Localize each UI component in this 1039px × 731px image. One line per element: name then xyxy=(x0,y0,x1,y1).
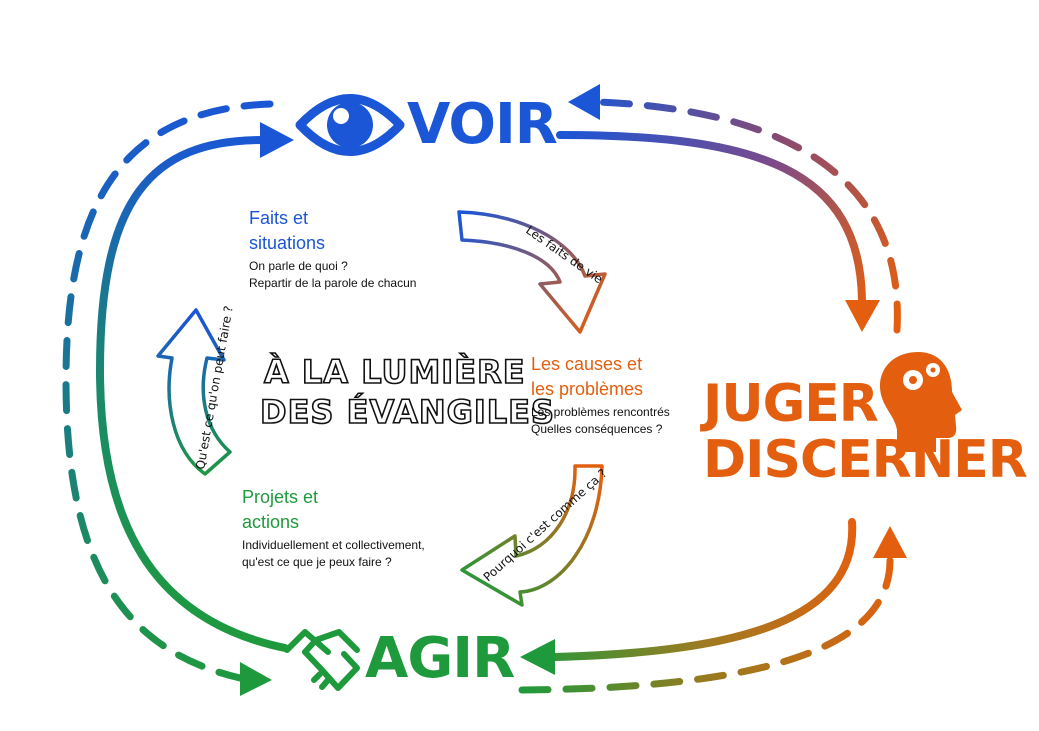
block-causes-title2: les problèmes xyxy=(531,379,644,399)
arrow-voir-to-juger xyxy=(556,131,866,304)
block-faits-text2: Repartir de la parole de chacun xyxy=(249,276,417,290)
center-title: À LA LUMIÈRE DES ÉVANGILES xyxy=(259,352,556,432)
inner-arrow-pourquoi xyxy=(460,464,604,607)
inner-arrow-quest xyxy=(156,308,232,476)
dashed-voir-to-agir xyxy=(62,100,274,682)
eye-icon xyxy=(295,94,405,156)
block-projets-text1: Individuellement et collectivement, xyxy=(242,538,425,552)
block-projets-title2: actions xyxy=(242,512,300,532)
stage-voir-label: VOIR xyxy=(407,92,558,157)
arrow-head-agir-right xyxy=(520,639,555,675)
dashed-agir-to-juger xyxy=(518,554,894,694)
arrow-head-juger-top xyxy=(845,300,880,332)
arrow-head-agir-left xyxy=(240,662,272,696)
block-projets-text2: qu'est ce que je peux faire ? xyxy=(242,555,392,569)
arrow-agir-to-voir xyxy=(95,136,289,652)
stage-agir-label: AGIR xyxy=(365,626,515,691)
head-gears-icon xyxy=(879,352,962,452)
arrow-head-juger-bottom xyxy=(873,526,907,558)
arrow-head-voir-left xyxy=(260,122,294,158)
arrow-juger-to-agir xyxy=(551,518,857,661)
block-faits-title1: Faits et xyxy=(249,208,309,228)
handshake-icon xyxy=(284,629,360,691)
block-faits-text1: On parle de quoi ? xyxy=(249,259,348,273)
center-title-line2: DES ÉVANGILES xyxy=(259,392,556,432)
block-projets-title1: Projets et xyxy=(242,487,319,507)
center-title-line1: À LA LUMIÈRE xyxy=(263,352,526,392)
block-faits: Faits et situations On parle de quoi ? R… xyxy=(249,206,416,292)
block-causes-title1: Les causes et xyxy=(531,354,643,374)
inner-arrow-faits xyxy=(457,210,607,334)
block-causes-text2: Quelles conséquences ? xyxy=(531,422,663,436)
block-causes: Les causes et les problèmes Les problème… xyxy=(531,352,670,438)
stage-juger-line1: JUGER xyxy=(703,374,879,434)
block-faits-title2: situations xyxy=(249,233,326,253)
block-causes-text1: Les problèmes rencontrés xyxy=(531,405,670,419)
stage-juger-label: JUGER DISCERNER xyxy=(703,374,1028,490)
stage-juger-line2: DISCERNER xyxy=(703,430,1028,490)
arrow-head-voir-right xyxy=(568,84,600,120)
dashed-juger-to-voir xyxy=(594,98,901,334)
block-projets: Projets et actions Individuellement et c… xyxy=(242,485,425,571)
